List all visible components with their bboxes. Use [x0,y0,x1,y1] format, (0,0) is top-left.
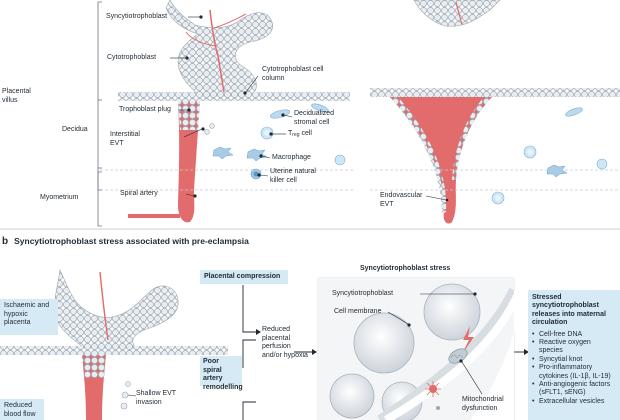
label-endovascular-evt: Endovascular EVT [380,192,423,208]
decidua-cells-right [491,107,608,205]
narrow-artery-b [82,355,106,420]
basal-plate-right [370,88,620,97]
release-item: Cell-free DNA [532,331,616,340]
remodelled-artery-right [390,97,492,224]
box-placental-compression: Placental compression [200,270,288,284]
label-spiral-artery: Spiral artery [120,190,158,197]
label-reduced-perfusion: Reduced placental perfusion and/or hypox… [262,326,308,359]
label-interstitial-evt: Interstitial EVT [110,131,140,147]
flow-arrows-b [242,285,524,420]
stressed-release-heading: Stressed syncytiotrophoblast releases in… [532,294,606,327]
label-decidua: Decidua [62,126,88,133]
basal-plate-left [118,92,350,101]
label-syncytiotrophoblast-b: Syncytiotrophoblast [332,290,394,297]
stressed-release-box: Stressed syncytiotrophoblast releases in… [528,290,620,420]
decidua-cells-left [204,103,346,180]
spiral-artery-left [128,101,200,223]
label-cell-membrane: Cell membrane [334,308,382,315]
leader-lines-a [170,15,293,198]
label-decidualized-stromal: Decidualized stromal cell [294,110,335,126]
label-trophoblast-plug: Trophoblast plug [119,106,171,113]
label-macrophage: Macrophage [272,154,311,161]
release-list: Cell-free DNA Reactive oxygen species Sy… [532,331,616,407]
label-syncytiotrophoblast-a: Syncytiotrophoblast [106,13,168,20]
release-item: Extracellular vesicles [532,398,616,407]
villus-b [54,268,179,349]
basal-plate-b [0,346,228,355]
label-uterine-nk: Uterine natural killer cell [270,168,316,184]
stress-zoom [317,277,525,420]
release-item: Anti-angiogenic factors (sFLT1, sENG) [532,381,616,398]
label-shallow-evt: Shallow EVT invasion [136,390,176,406]
label-mito-dysfunction: Mitochondrial dysfunction [462,396,504,412]
box-reduced-blood-flow: Reduced blood flow [0,399,44,420]
label-stress-title: Syncytiotrophoblast stress [360,265,451,272]
label-myometrium: Myometrium [40,194,79,201]
villus-right [413,0,501,27]
release-item: Pro-inflammatory cytokines (IL-1β, IL-19… [532,364,616,381]
label-cytotrophoblast-a: Cytotrophoblast [107,54,157,61]
label-treg-cell: Treg cell [288,130,312,138]
layer-brackets [97,1,102,227]
box-ischaemic-placenta: Ischaemic and hypoxic placenta [0,299,58,335]
villus-left [165,0,273,97]
label-placental-villus: Placental villus [2,88,31,104]
release-item: Reactive oxygen species [532,339,616,356]
box-poor-remodelling: Poor spiral artery remodelling [200,356,243,391]
release-item: Syncytial knot [532,356,616,365]
label-cytotrophoblast-column: Cytotrophoblast cell column [262,66,324,82]
